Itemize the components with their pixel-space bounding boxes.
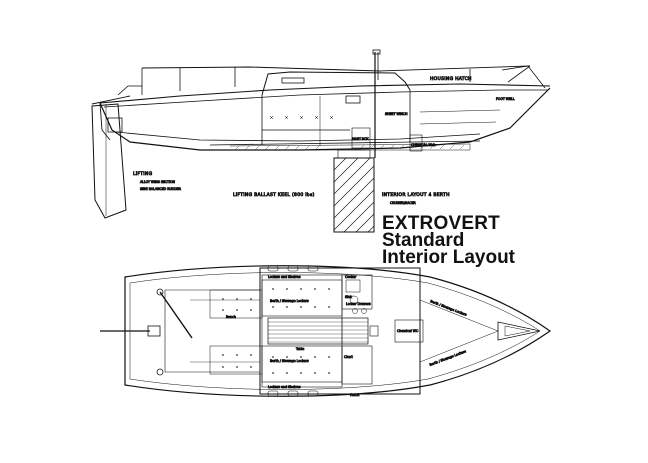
label-rudder-1: ALLOY WING SECTION (140, 180, 176, 184)
keel-trunk (337, 149, 371, 159)
label-lockers-bottom: Lockers and Shelves (268, 385, 301, 389)
berth-stbd (261, 345, 343, 383)
cushion-marks (269, 115, 334, 120)
label-chart: Chart (344, 355, 354, 359)
cockpit (164, 289, 261, 373)
table (267, 317, 369, 345)
vberth-edge (419, 299, 499, 332)
lifeline (141, 65, 531, 72)
label-vberth-top: Berth / Stowage Lockers (430, 299, 468, 317)
lockers-line (419, 121, 497, 125)
traveller (159, 291, 193, 339)
cabin-outline (259, 267, 421, 395)
forestay (507, 65, 531, 83)
stove-ring (352, 308, 358, 314)
wc-unit (394, 319, 424, 343)
label-bench: Bench (226, 315, 236, 319)
bow-tip (497, 321, 541, 341)
hull-outline (124, 265, 552, 397)
label-keel: LIFTING BALLAST KEEL (800 lbs) (233, 192, 315, 198)
title-line-3: Interior Layout (382, 247, 516, 268)
chemical-wc (409, 134, 423, 152)
stove-ring (361, 308, 367, 314)
pushpit (117, 85, 142, 96)
vberth-edge (419, 330, 499, 363)
cabin-top-plan (261, 274, 343, 388)
label-rudder-2: SEMI BALANCED RUDDER (140, 187, 182, 191)
companionway (281, 77, 305, 84)
lifting-keel (333, 157, 375, 233)
berth-port (261, 279, 343, 317)
side-profile (91, 49, 551, 233)
cooker (345, 279, 361, 293)
galley-unit (341, 274, 373, 310)
label-locker-drawers: Locker Drawers (346, 302, 371, 306)
label-chemical-wc: CHEMICAL W.C. (411, 143, 436, 147)
port-lights (267, 265, 319, 397)
title-line-1: EXTROVERT (382, 213, 500, 234)
plan-view (100, 265, 552, 397)
quarter-berth-port (209, 289, 263, 319)
cabin-top (261, 71, 411, 96)
label-lockers-top: Lockers and Shelves (268, 275, 301, 279)
port-light (345, 95, 361, 104)
transom (99, 102, 111, 141)
rudder (91, 103, 127, 219)
label-sheet-winch: SHEET WINCH (385, 112, 408, 116)
bow-pulpit (501, 65, 546, 89)
rudder-head (147, 325, 161, 337)
sink-basin (349, 295, 359, 305)
quarter-berth-stbd (209, 345, 263, 375)
winch (156, 288, 164, 296)
keel-hatching (333, 157, 375, 233)
title-line-2: Standard (382, 230, 464, 251)
label-hatch: HOUSING HATCH (430, 76, 472, 82)
cabin-sole (209, 140, 481, 146)
label-sink: Sink (345, 295, 352, 299)
label-vberth-bottom: Berth / Stowage Lockers (429, 349, 467, 367)
label-berth-port: Berth / Stowage Lockers (270, 299, 309, 303)
mast-step-plan (369, 325, 379, 337)
label-layout-1: INTERIOR LAYOUT 4 BERTH (382, 192, 450, 198)
title-block: EXTROVERT Standard Interior Layout (382, 213, 516, 268)
label-layout-2: CRUISER/RACER (390, 201, 416, 205)
label-foot-well: FOOT WELL (496, 97, 515, 101)
sheer-line (99, 83, 551, 104)
bow-inner (504, 325, 531, 337)
label-mast-box: MAST BOX (352, 137, 369, 141)
label-table: Table (295, 347, 304, 351)
deck-line (103, 89, 548, 108)
winch (156, 368, 164, 376)
table-slats (268, 321, 368, 343)
tiller (91, 95, 131, 105)
label-hatch-plan: Hatch (350, 393, 359, 397)
label-berth-stbd: Berth / Stowage Lockers (270, 359, 309, 363)
label-wc: Chemical WC (397, 329, 419, 333)
lockers-line (419, 109, 501, 113)
label-cooker: Cooker (345, 275, 357, 279)
chart-table (341, 345, 373, 385)
berth-cushion-marks (221, 287, 331, 375)
waterline (115, 131, 481, 142)
outboard-bracket (107, 117, 123, 133)
label-lifting: LIFTING (133, 171, 153, 177)
mast-box (351, 127, 371, 149)
mast-head (372, 49, 381, 55)
